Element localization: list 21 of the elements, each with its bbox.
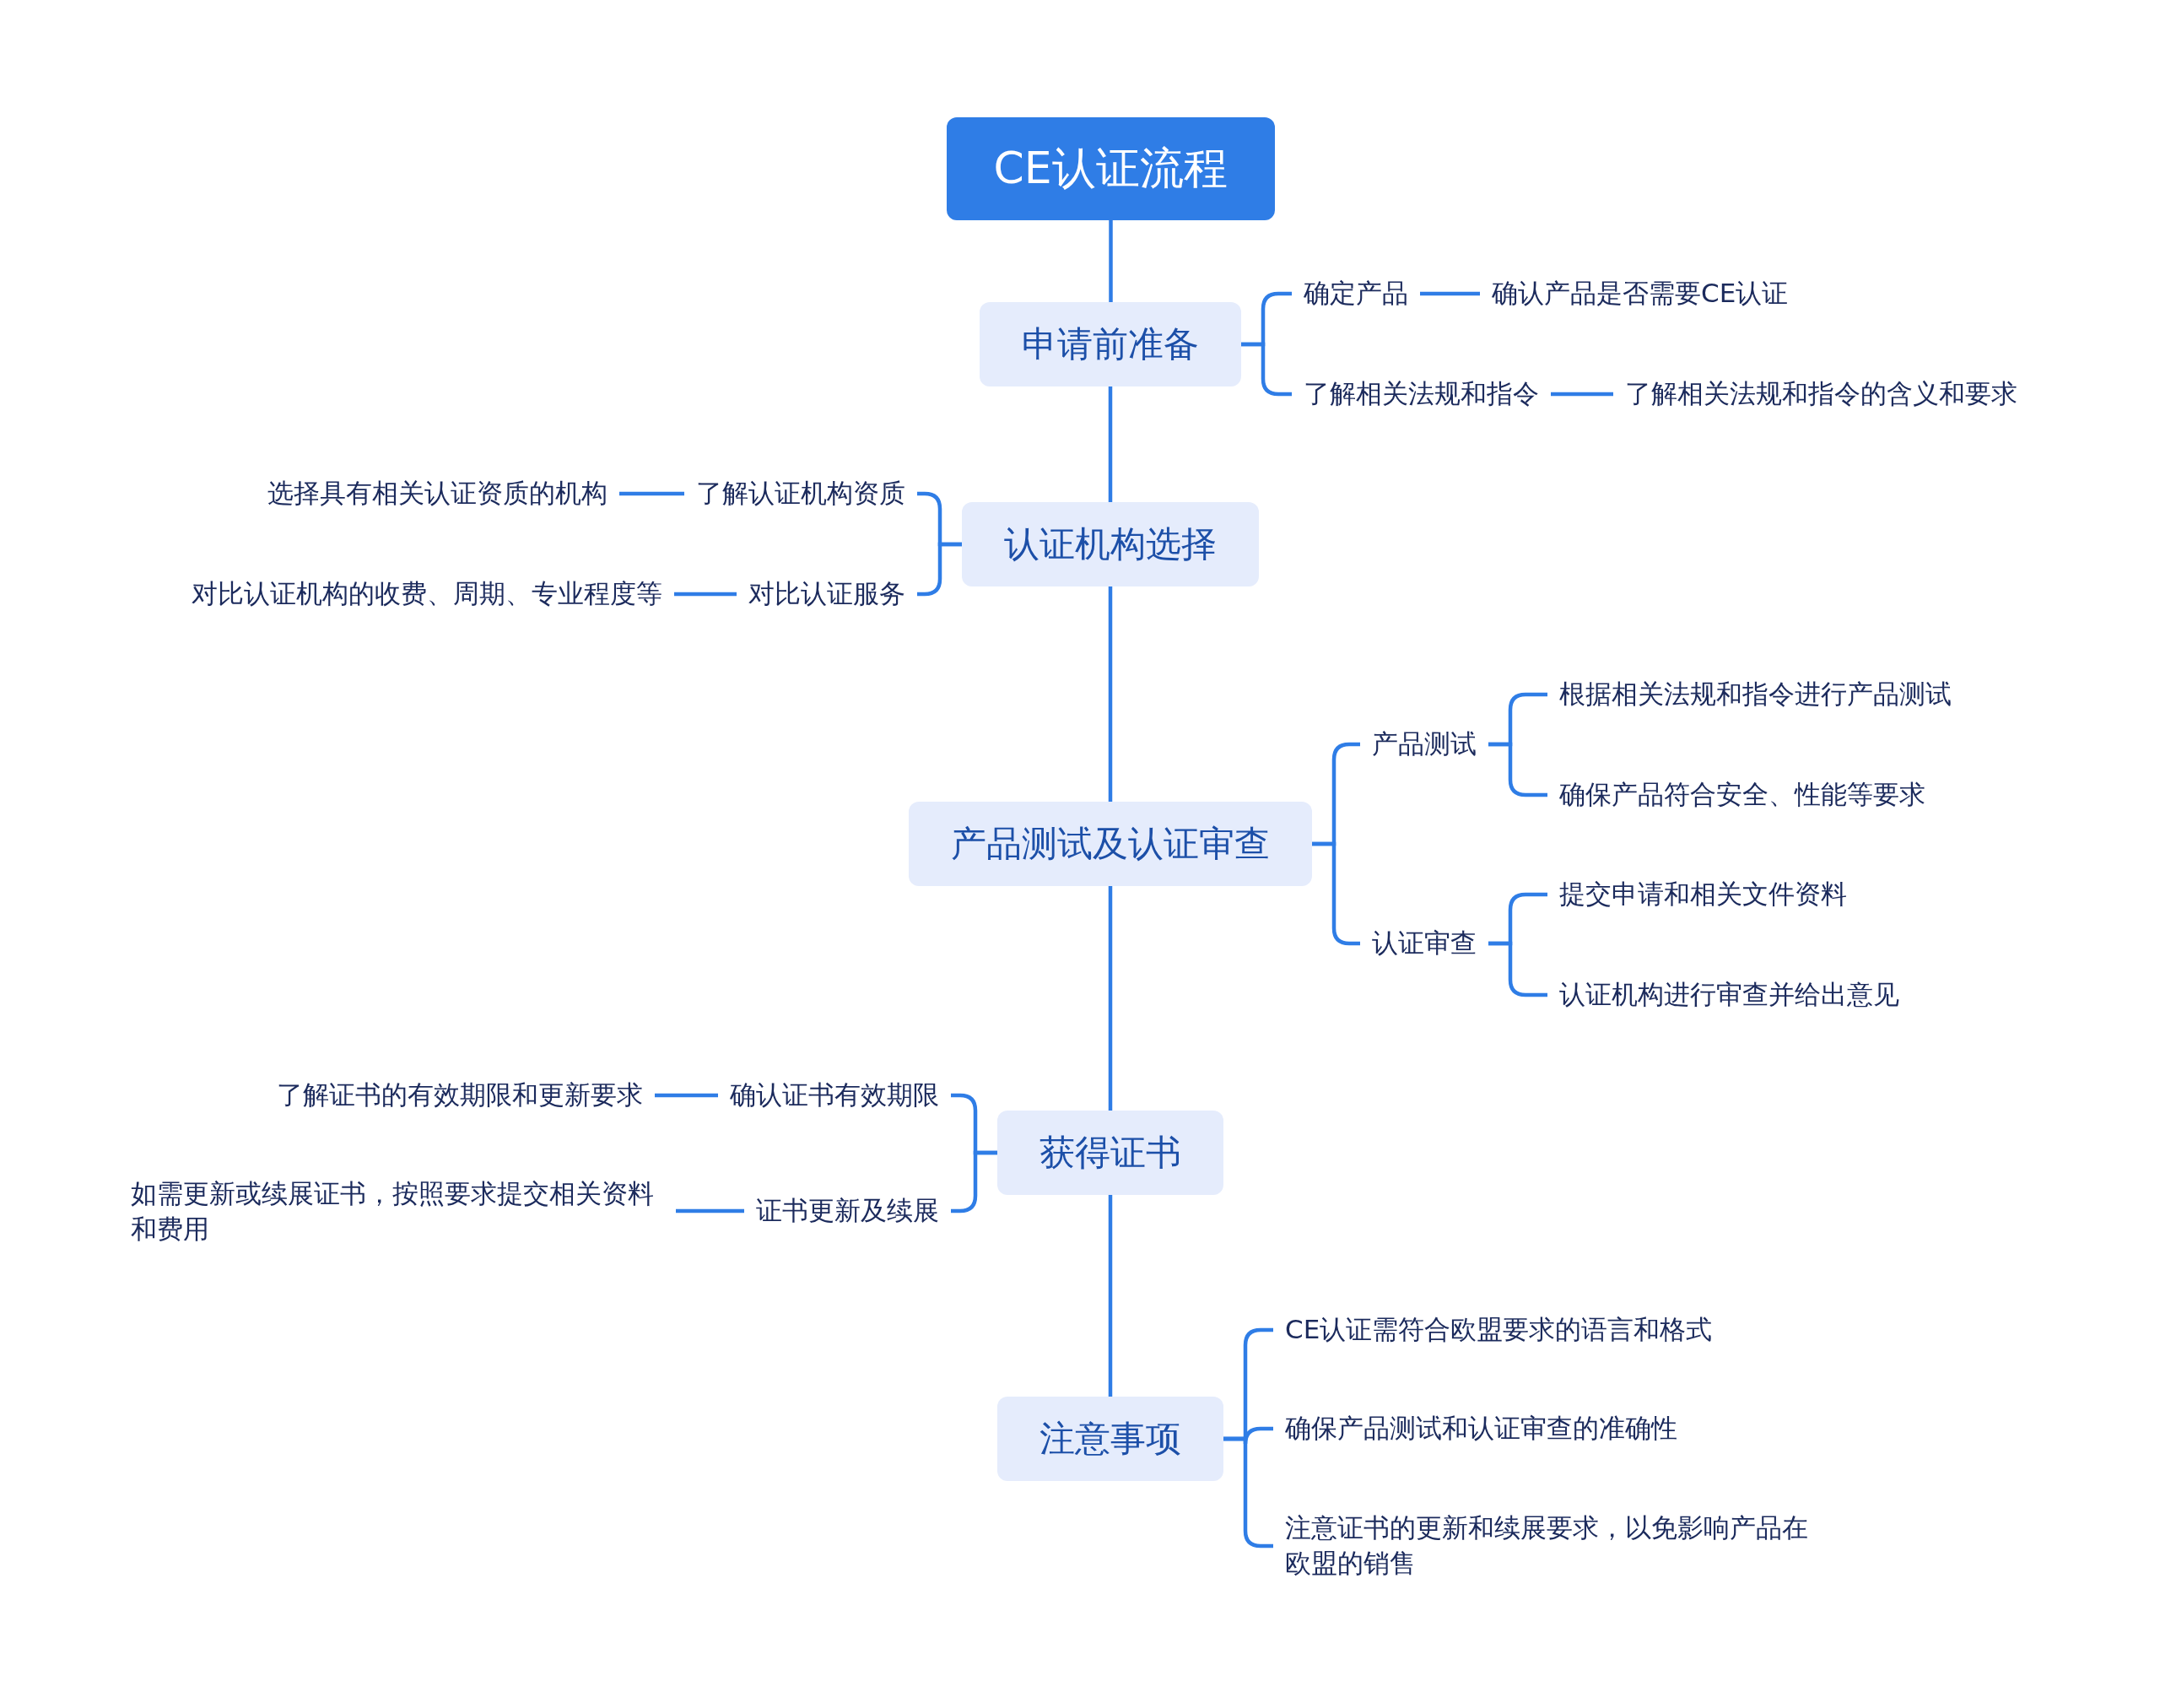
connector-line — [1488, 941, 1547, 997]
connector-line — [951, 1150, 997, 1213]
topic-box: 认证机构选择 — [962, 502, 1259, 586]
connector-line — [1108, 1195, 1113, 1397]
connector-line — [674, 592, 737, 597]
connector-line — [619, 491, 684, 496]
root-topic-box: CE认证流程 — [946, 117, 1275, 220]
topic-box: 申请前准备 — [980, 302, 1241, 386]
connector-line — [1108, 586, 1113, 802]
connector-line — [1109, 220, 1113, 302]
connector-line — [676, 1208, 744, 1213]
connector-line — [1488, 742, 1547, 797]
connector-line — [1108, 886, 1113, 1111]
connector-line — [917, 542, 962, 597]
topic-box: 注意事项 — [997, 1397, 1223, 1481]
connector-line — [1551, 392, 1613, 397]
connector-line — [1420, 291, 1480, 296]
topic-box: 获得证书 — [997, 1111, 1223, 1195]
topic-box: 产品测试及认证审查 — [909, 802, 1312, 886]
connector-line — [1108, 386, 1113, 502]
connector-line — [655, 1093, 718, 1098]
